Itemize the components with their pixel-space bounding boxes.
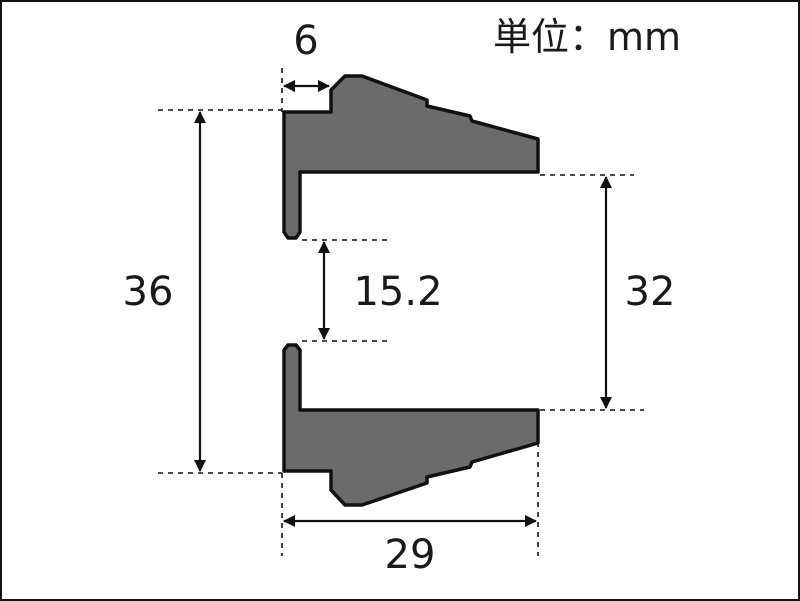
- dim-label-flange-thickness: 6: [293, 18, 318, 64]
- dim-label-gap-width: 15.2: [353, 269, 442, 315]
- dim-label-outer-height: 36: [123, 269, 174, 315]
- unit-label: 単位：mm: [493, 15, 681, 59]
- dim-label-inner-height: 32: [625, 269, 676, 315]
- bottom-profile-section: [282, 343, 540, 507]
- dim-label-overall-width: 29: [385, 532, 436, 578]
- top-profile-section: [282, 74, 540, 240]
